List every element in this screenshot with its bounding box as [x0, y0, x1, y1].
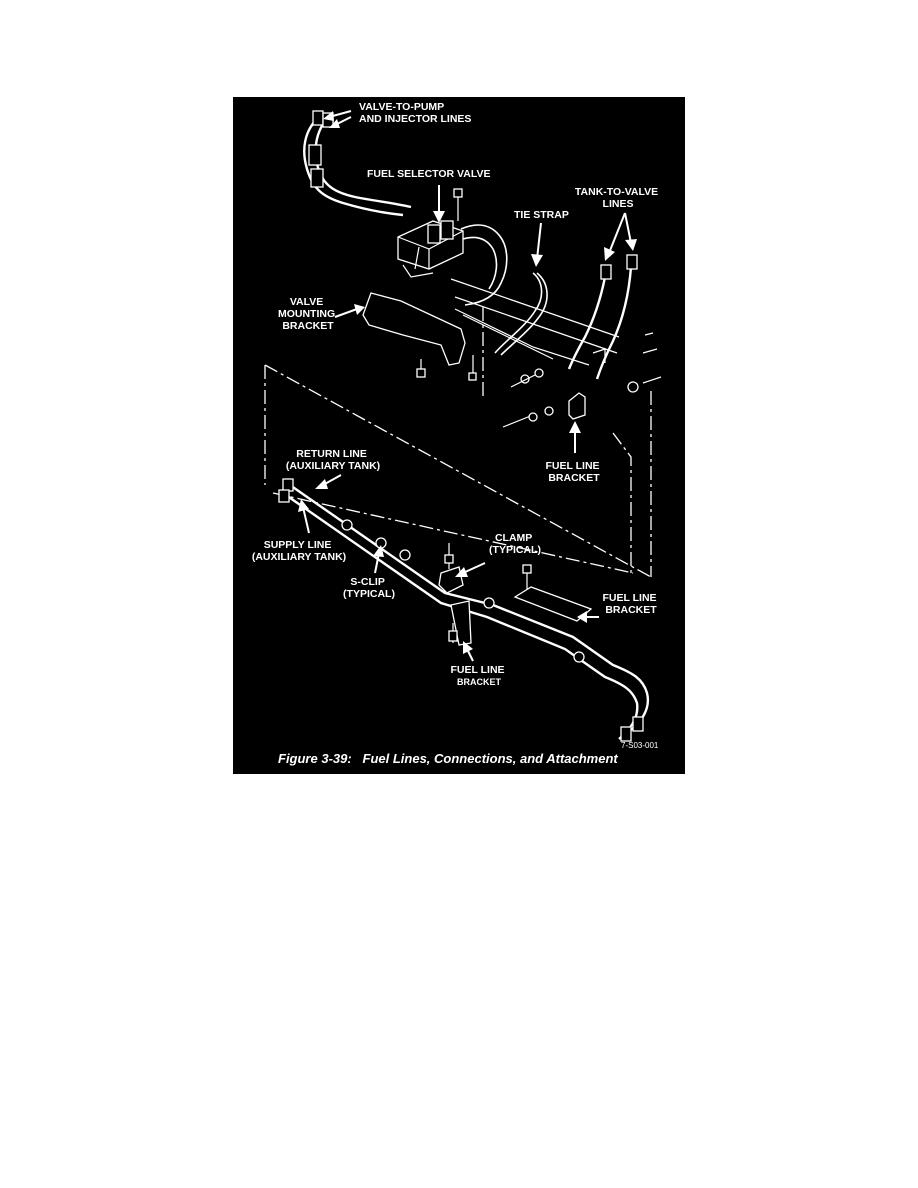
- label-fuel-line-bracket-upper-line1: FUEL LINE: [546, 460, 600, 472]
- label-clamp: CLAMP (TYPICAL): [489, 532, 541, 556]
- label-fuel-selector-valve: FUEL SELECTOR VALVE: [367, 168, 491, 180]
- callout-arrows: [298, 110, 637, 662]
- label-fuel-line-bracket-right-line2: BRACKET: [605, 604, 657, 616]
- label-fuel-line-bracket-lower-line2: BRACKET: [457, 677, 502, 687]
- fuel-selector-valve: [397, 188, 508, 306]
- auxiliary-lines: [278, 478, 650, 742]
- label-fuel-line-bracket-lower-line1: FUEL LINE: [451, 664, 505, 676]
- explode-lines: [264, 307, 652, 578]
- figure-code: 7-S03-001: [621, 741, 659, 750]
- label-fuel-line-bracket-upper: FUEL LINE BRACKET: [546, 460, 603, 484]
- label-fuel-line-bracket-right: FUEL LINE BRACKET: [603, 592, 660, 616]
- label-tie-strap: TIE STRAP: [514, 209, 569, 221]
- fuel-lines-diagram: VALVE-TO-PUMP AND INJECTOR LINES FUEL SE…: [252, 101, 662, 766]
- label-valve-to-pump-line1: VALVE-TO-PUMP: [359, 101, 444, 113]
- label-tank-to-valve: TANK-TO-VALVE LINES: [575, 186, 661, 210]
- label-fuel-line-bracket-right-line1: FUEL LINE: [603, 592, 657, 604]
- figure-caption: Figure 3-39: Fuel Lines, Connections, an…: [278, 751, 618, 766]
- label-fuel-line-bracket-lower: FUEL LINE BRACKET: [451, 664, 508, 687]
- label-valve-to-pump: VALVE-TO-PUMP AND INJECTOR LINES: [359, 101, 471, 125]
- label-supply-line: SUPPLY LINE (AUXILIARY TANK): [252, 539, 346, 563]
- label-s-clip-line2: (TYPICAL): [343, 588, 395, 600]
- label-return-line-line1: RETURN LINE: [296, 448, 367, 460]
- label-valve-mounting-bracket-line1: VALVE: [290, 296, 323, 308]
- label-valve-mounting-bracket-line2: MOUNTING: [278, 308, 335, 320]
- upper-fuel-lines: [450, 254, 654, 380]
- label-valve-mounting-bracket: VALVE MOUNTING BRACKET: [278, 296, 338, 332]
- valve-to-pump-hoses: [303, 110, 412, 217]
- label-s-clip: S-CLIP (TYPICAL): [343, 576, 395, 600]
- fuel-line-bracket-upper-part: [568, 392, 586, 420]
- label-valve-mounting-bracket-line3: BRACKET: [282, 320, 334, 332]
- label-s-clip-line1: S-CLIP: [350, 576, 384, 588]
- label-return-line-line2: (AUXILIARY TANK): [286, 460, 380, 472]
- label-clamp-line2: (TYPICAL): [489, 544, 541, 556]
- fuel-line-bracket-right-part: [513, 564, 593, 622]
- label-fuel-line-bracket-upper-line2: BRACKET: [548, 472, 600, 484]
- label-valve-to-pump-line2: AND INJECTOR LINES: [359, 113, 471, 125]
- fasteners-upper: [502, 348, 662, 428]
- label-tank-to-valve-line2: LINES: [603, 198, 634, 210]
- label-supply-line-line2: (AUXILIARY TANK): [252, 551, 346, 563]
- clamp-assembly: [438, 543, 472, 646]
- fuel-lines-figure: VALVE-TO-PUMP AND INJECTOR LINES FUEL SE…: [233, 97, 685, 774]
- label-clamp-line1: CLAMP: [495, 532, 532, 544]
- label-return-line: RETURN LINE (AUXILIARY TANK): [286, 448, 380, 472]
- valve-mounting-bracket: [362, 292, 477, 381]
- label-tank-to-valve-line1: TANK-TO-VALVE: [575, 186, 658, 198]
- label-supply-line-line1: SUPPLY LINE: [264, 539, 332, 551]
